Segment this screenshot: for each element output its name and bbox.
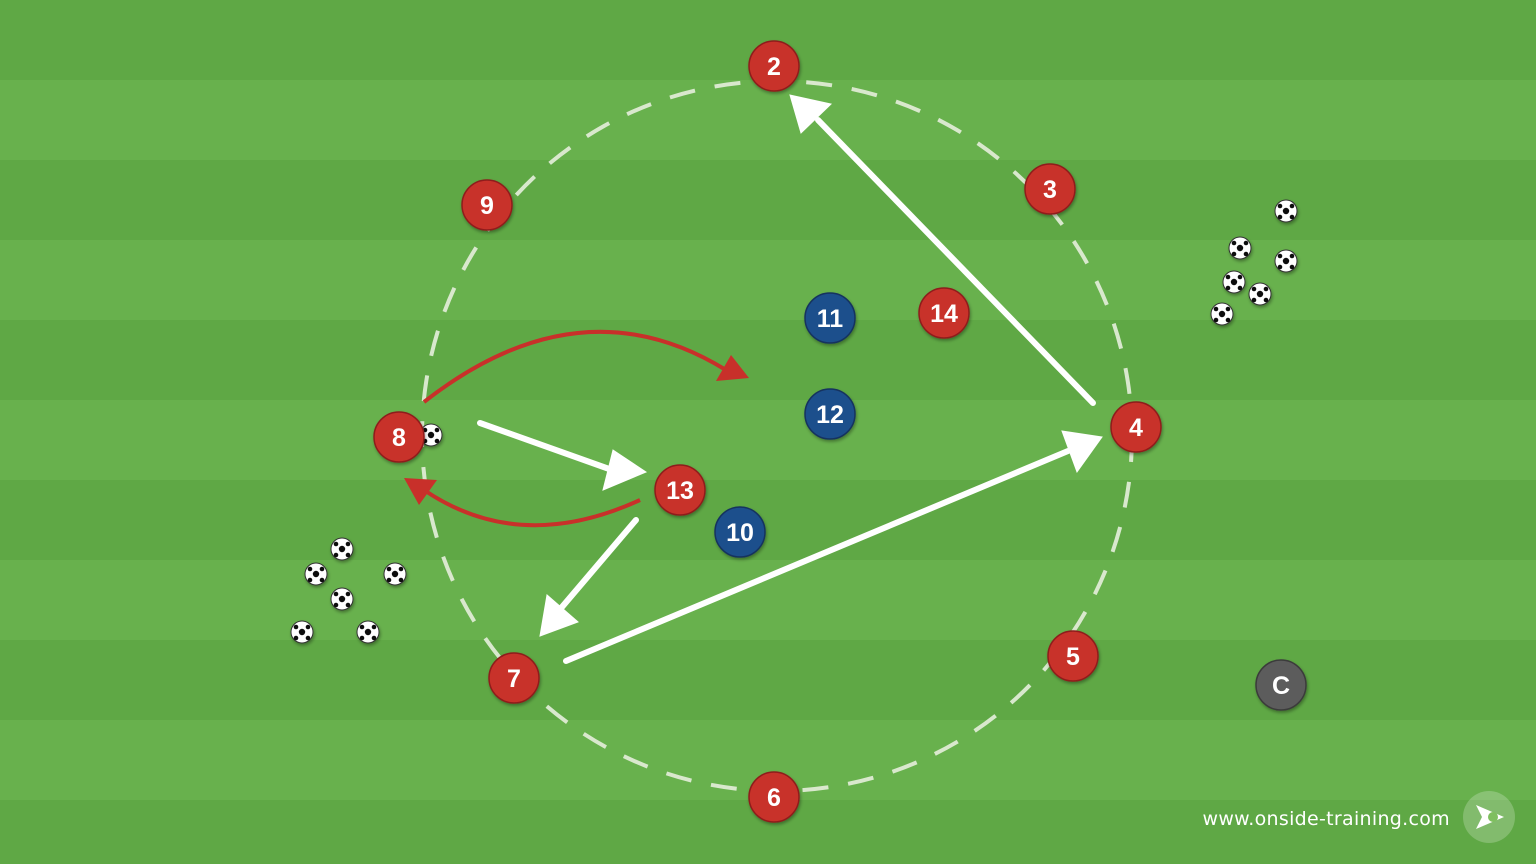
ball-icon [304,562,328,586]
run-arrow-13-to-8 [422,488,641,528]
player-label: 12 [816,401,844,429]
player-label: 3 [1043,176,1057,204]
ball-icon [1248,282,1272,306]
player-label: 14 [930,300,958,328]
player-label: 6 [767,784,781,812]
player-coach: C [1255,659,1307,711]
pass-arrow-7-to-4 [563,448,1071,664]
player-p2: 2 [748,40,800,92]
grass-stripe [0,560,1536,640]
player-p13: 13 [654,464,706,516]
player-label: 11 [817,305,844,333]
pass-arrow-8-to-13 [477,420,615,473]
grass-stripe [0,400,1536,480]
pass-arrow-13-to-7 [559,517,639,610]
ball-icon [1210,302,1234,326]
player-p3: 3 [1024,163,1076,215]
ball-icon [1274,199,1298,223]
player-p4: 4 [1110,401,1162,453]
player-p11: 11 [804,292,856,344]
player-label: 4 [1129,414,1143,442]
ball-icon [290,620,314,644]
player-p5: 5 [1047,630,1099,682]
player-p14: 14 [918,287,970,339]
ball-icon [383,562,407,586]
player-p7: 7 [488,652,540,704]
whistle-arrow-logo-icon [1463,791,1515,843]
pass-arrow-8-to-13-head [602,449,648,491]
ball-icon [1274,249,1298,273]
player-label: 10 [726,519,754,547]
movement-arrows [404,329,749,528]
website-link[interactable]: www.onside-training.com [1202,808,1450,830]
player-p9: 9 [461,179,513,231]
grass-stripe [0,80,1536,160]
run-arrow-13-to-8-head [404,478,437,505]
run-arrow-8-upper-head [716,355,749,381]
ball-icon [330,537,354,561]
player-p10: 10 [714,506,766,558]
player-label: 13 [666,477,694,505]
player-p12: 12 [804,388,856,440]
pass-arrow-13-to-7-head [539,594,579,637]
pass-arrow-4-to-2 [815,117,1096,406]
player-p6: 6 [748,771,800,823]
player-label: 2 [767,53,781,81]
player-p8: 8 [373,411,425,463]
player-label: 8 [392,424,406,452]
player-label: 5 [1066,643,1080,671]
grass-stripe [0,320,1536,400]
player-label: 9 [480,192,494,220]
pass-arrows [477,94,1103,664]
grass-stripe [0,240,1536,320]
grass-stripe [0,480,1536,560]
player-label: C [1272,672,1290,700]
pass-arrow-4-to-2-head [789,94,833,134]
pass-arrow-7-to-4-head [1061,430,1103,474]
ball-icon [330,587,354,611]
run-arrow-8-upper [422,329,728,404]
ball-icon [356,620,380,644]
ball-icon [1228,236,1252,260]
ball-icon [1222,270,1246,294]
player-label: 7 [507,665,521,693]
grass-stripe [0,160,1536,240]
